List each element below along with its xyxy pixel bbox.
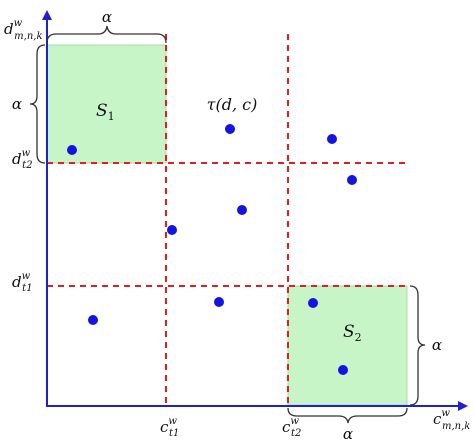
data-point	[167, 225, 177, 235]
data-point	[347, 175, 357, 185]
brace-top-label: α	[102, 8, 112, 26]
data-point	[88, 315, 98, 325]
data-point	[338, 365, 348, 375]
region-s2-label: S2	[343, 322, 362, 344]
data-point	[237, 205, 247, 215]
data-point	[327, 134, 337, 144]
brace-top	[46, 25, 167, 44]
brace-right	[409, 285, 426, 406]
function-label: τ(d, c)	[207, 95, 258, 114]
data-points	[67, 124, 357, 375]
region-s2	[287, 285, 408, 406]
brace-left	[29, 44, 46, 164]
data-point	[308, 298, 318, 308]
data-point	[67, 145, 77, 155]
region-s1	[46, 44, 167, 164]
region-s1-label: S1	[96, 101, 115, 123]
data-point	[214, 297, 224, 307]
brace-right-label: α	[432, 336, 442, 354]
data-point	[225, 124, 235, 134]
brace-bottom	[287, 407, 408, 424]
brace-bottom-label: α	[343, 425, 353, 443]
brace-left-label: α	[12, 95, 22, 113]
